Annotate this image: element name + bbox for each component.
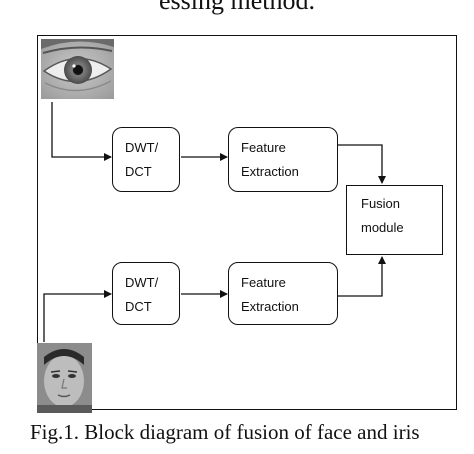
arrow-feature-bottom-to-fusion (338, 256, 386, 297)
block-label-line2: Extraction (241, 164, 299, 179)
face-image (37, 343, 92, 413)
figure-caption: Fig.1. Block diagram of fusion of face a… (30, 420, 420, 444)
iris-image (41, 39, 114, 99)
block-label-line1: Feature (241, 140, 286, 155)
block-label-line1: DWT/ (125, 140, 159, 155)
block-label-line1: Fusion (361, 196, 401, 211)
block-label-line2: DCT (125, 299, 152, 314)
arrow-iris-to-dwt-top (51, 102, 112, 161)
arrow-face-to-dwt-bottom (43, 290, 112, 342)
diagram-frame (37, 35, 457, 410)
block-label-line2: DCT (125, 164, 152, 179)
header-text-fragment: essing method. (159, 0, 315, 15)
feature-extraction-block-top: Feature Extraction (228, 127, 338, 192)
arrow-feature-top-to-fusion (338, 144, 386, 184)
dwt-dct-block-top: DWT/ DCT (112, 127, 180, 192)
block-label-line1: Feature (241, 275, 286, 290)
fusion-module-block: Fusion module (346, 185, 443, 255)
block-label-line2: Extraction (241, 299, 299, 314)
feature-extraction-block-bottom: Feature Extraction (228, 262, 338, 325)
block-label-line1: DWT/ (125, 275, 159, 290)
dwt-dct-block-bottom: DWT/ DCT (112, 262, 180, 325)
block-label-line2: module (361, 220, 404, 235)
